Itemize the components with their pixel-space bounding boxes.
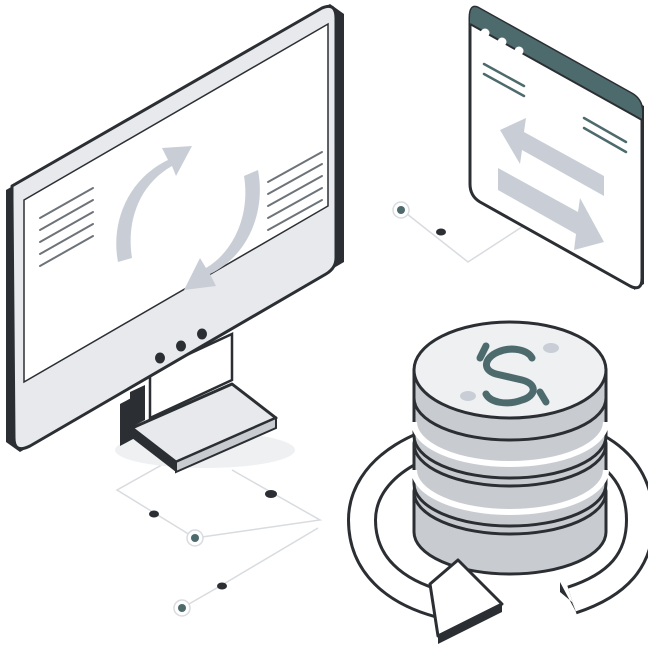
connector-dots xyxy=(149,201,446,617)
transfer-arrows-icon xyxy=(498,118,604,250)
connector-node-dot xyxy=(217,582,227,590)
connector-node-dot xyxy=(436,228,446,236)
browser-window-icon xyxy=(468,5,644,290)
window-dot xyxy=(497,37,507,47)
monitor-screen xyxy=(23,22,329,384)
coin-stack-icon xyxy=(411,320,609,576)
window-dot xyxy=(480,28,490,38)
screen-text-lines xyxy=(39,187,94,267)
monitor-icon xyxy=(6,4,344,474)
connector-node-dot xyxy=(149,510,159,518)
window-dot xyxy=(514,46,524,56)
screen-text-lines xyxy=(267,151,323,231)
connector-node-dot xyxy=(265,490,277,498)
dollar-icon xyxy=(476,342,550,407)
sync-arrows-icon xyxy=(116,146,260,290)
refresh-arrow-front xyxy=(347,519,648,644)
